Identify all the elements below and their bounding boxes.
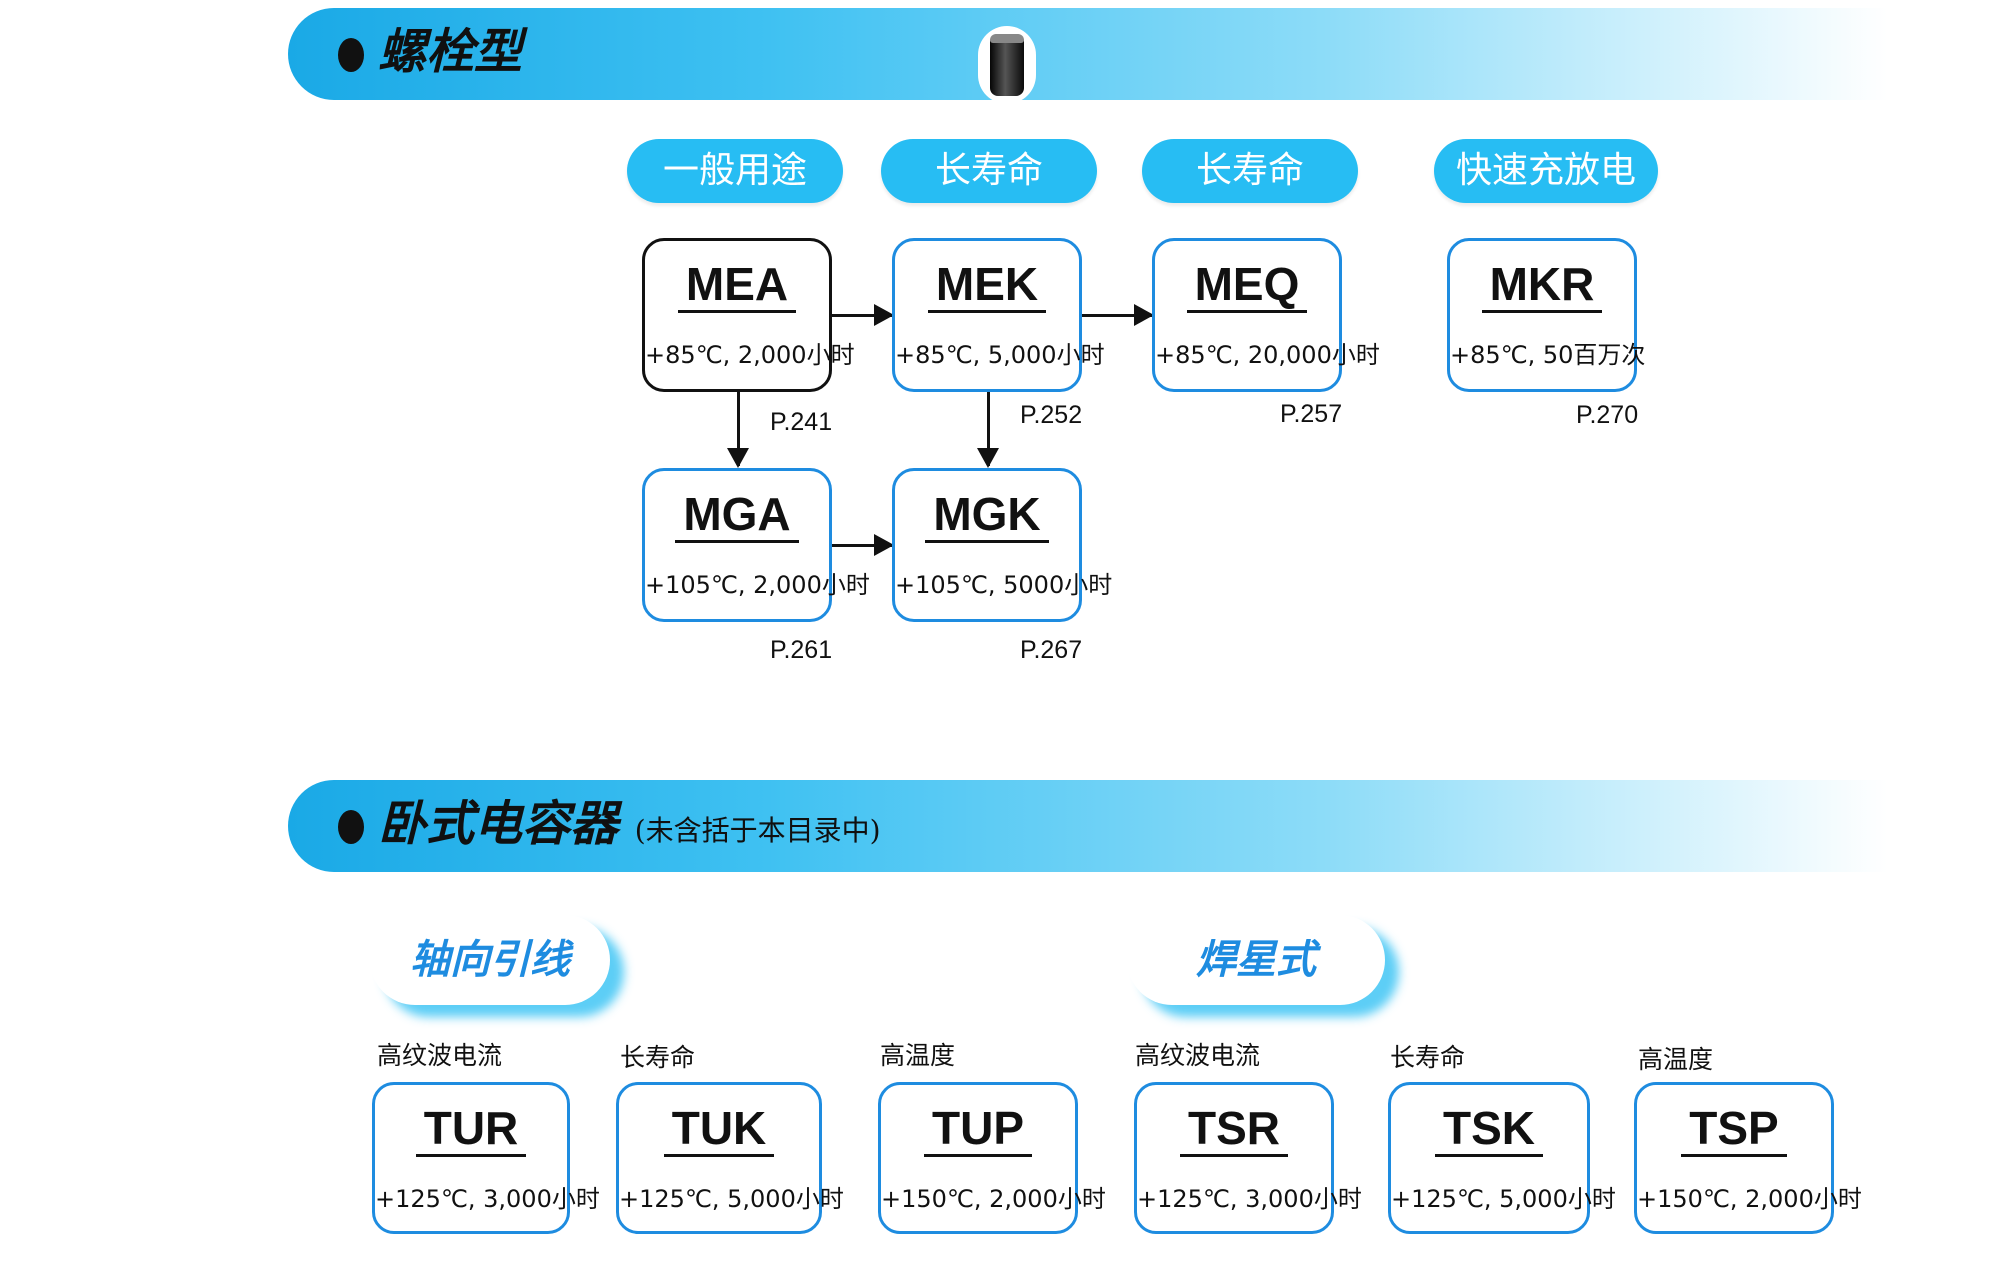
- category-general: 一般用途: [627, 139, 843, 203]
- group-tab-axial: 轴向引线: [370, 915, 610, 1005]
- label-tsr: 高纹波电流: [1135, 1041, 1261, 1070]
- page-ref-mea: P.241: [770, 408, 833, 436]
- node-spec: +150℃, 2,000小时: [1637, 1185, 1862, 1213]
- label-tup: 高温度: [880, 1041, 956, 1070]
- label-tsp: 高温度: [1638, 1045, 1714, 1074]
- node-spec: +85℃, 20,000小时: [1155, 341, 1380, 369]
- page-ref-mgk: P.267: [1020, 636, 1083, 664]
- node-tuk[interactable]: TUK +125℃, 5,000小时: [616, 1082, 844, 1234]
- section-header-horizontal: 卧式电容器 (未含括于本目录中): [288, 780, 1888, 872]
- node-code: MGA: [645, 487, 829, 543]
- edge-mga-mgk: [830, 534, 894, 556]
- node-code: MEQ: [1155, 257, 1339, 313]
- group-tab-snap-in: 焊星式: [1127, 915, 1385, 1005]
- node-code: TUP: [881, 1101, 1075, 1157]
- page-ref-meq: P.257: [1280, 400, 1343, 428]
- node-spec: +150℃, 2,000小时: [881, 1185, 1106, 1213]
- category-long-life-1: 长寿命: [881, 139, 1097, 203]
- node-spec: +125℃, 5,000小时: [619, 1185, 844, 1213]
- node-spec: +125℃, 3,000小时: [375, 1185, 600, 1213]
- node-code: TSR: [1137, 1101, 1331, 1157]
- node-tur[interactable]: TUR +125℃, 3,000小时: [372, 1082, 600, 1234]
- section-title-horizontal: 卧式电容器 (未含括于本目录中): [338, 794, 881, 861]
- node-meq[interactable]: MEQ +85℃, 20,000小时: [1152, 238, 1380, 392]
- section-title-screw: 螺栓型: [338, 22, 522, 82]
- node-tsk[interactable]: TSK +125℃, 5,000小时: [1388, 1082, 1616, 1234]
- node-spec: +125℃, 3,000小时: [1137, 1185, 1362, 1213]
- node-spec: +85℃, 2,000小时: [645, 341, 855, 369]
- node-code: MEK: [895, 257, 1079, 313]
- node-tup[interactable]: TUP +150℃, 2,000小时: [878, 1082, 1106, 1234]
- section-note: (未含括于本目录中): [634, 814, 881, 847]
- page-ref-mek: P.252: [1020, 401, 1083, 429]
- node-spec: +85℃, 5,000小时: [895, 341, 1105, 369]
- category-fast-charge: 快速充放电: [1434, 139, 1658, 203]
- node-spec: +105℃, 2,000小时: [645, 571, 870, 599]
- section-header-screw: 螺栓型: [288, 8, 1888, 104]
- label-tsk: 长寿命: [1390, 1043, 1466, 1072]
- page-ref-mga: P.261: [770, 636, 833, 664]
- section-title-text: 螺栓型: [378, 24, 523, 80]
- node-spec: +125℃, 5,000小时: [1391, 1185, 1616, 1213]
- category-long-life-2: 长寿命: [1142, 139, 1358, 203]
- node-mkr[interactable]: MKR +85℃, 50百万次: [1447, 238, 1646, 392]
- node-code: MKR: [1450, 257, 1634, 313]
- page-ref-mkr: P.270: [1576, 401, 1639, 429]
- node-spec: +105℃, 5000小时: [895, 571, 1113, 599]
- node-mek[interactable]: MEK +85℃, 5,000小时: [892, 238, 1105, 392]
- node-mea[interactable]: MEA +85℃, 2,000小时: [642, 238, 855, 392]
- node-code: MGK: [895, 487, 1079, 543]
- node-mga[interactable]: MGA +105℃, 2,000小时: [642, 468, 870, 622]
- node-code: TUK: [619, 1101, 819, 1157]
- node-tsr[interactable]: TSR +125℃, 3,000小时: [1134, 1082, 1362, 1234]
- edge-mek-mgk: [977, 392, 999, 468]
- bullet-icon: [338, 810, 364, 844]
- capacitor-icon: [978, 26, 1036, 104]
- section-title-text: 卧式电容器: [378, 796, 619, 852]
- edge-mek-meq: [1082, 304, 1154, 326]
- node-code: TSK: [1391, 1101, 1587, 1157]
- label-tuk: 长寿命: [620, 1043, 696, 1072]
- label-tur: 高纹波电流: [377, 1041, 503, 1070]
- edge-mea-mga: [727, 392, 749, 468]
- node-code: TUR: [375, 1101, 567, 1157]
- node-spec: +85℃, 50百万次: [1450, 341, 1646, 369]
- node-code: TSP: [1637, 1101, 1831, 1157]
- edge-mea-mek: [830, 304, 894, 326]
- node-mgk[interactable]: MGK +105℃, 5000小时: [892, 468, 1113, 622]
- bullet-icon: [338, 38, 364, 72]
- node-code: MEA: [645, 257, 829, 313]
- node-tsp[interactable]: TSP +150℃, 2,000小时: [1634, 1082, 1862, 1234]
